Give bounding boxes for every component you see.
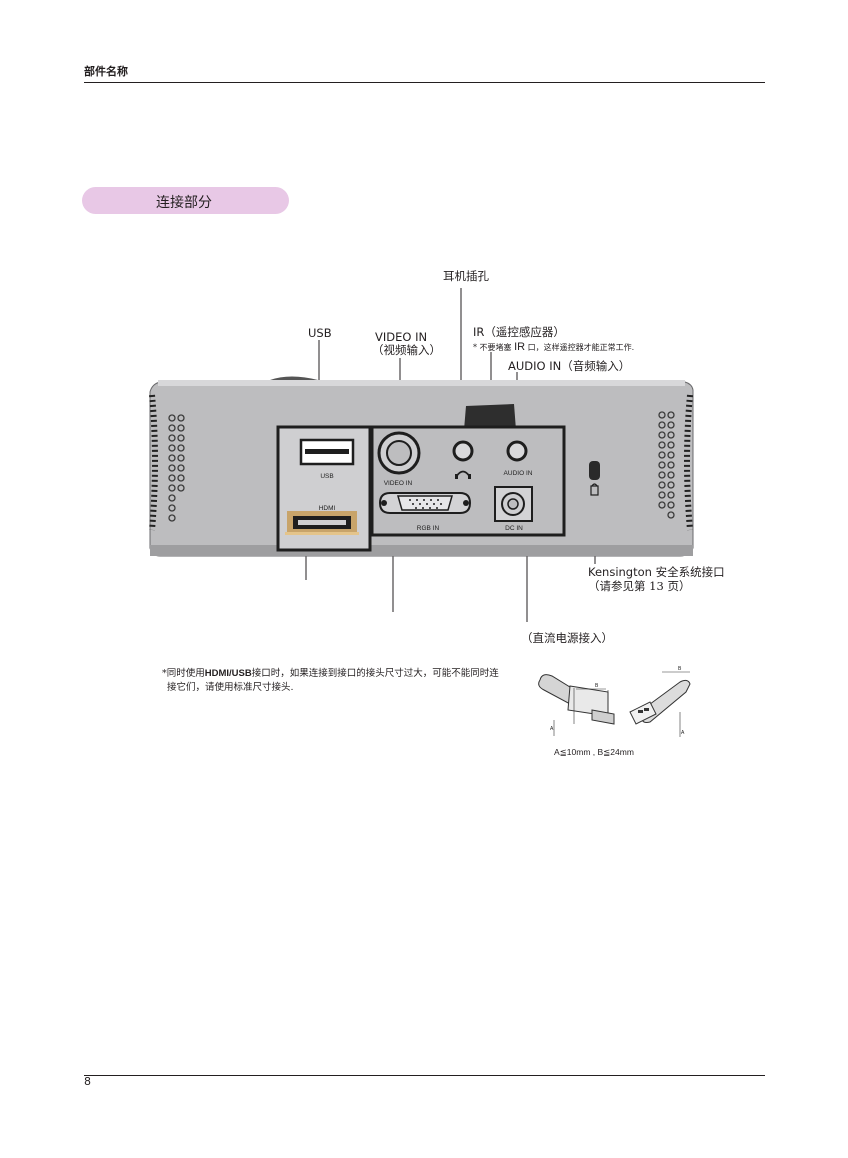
- kensington-ref-label: （请参见第 13 页）: [588, 579, 691, 593]
- ir-label: IR（遥控感应器）: [473, 325, 565, 339]
- kensington-slot: [589, 461, 600, 496]
- connector-dimension-illustration: B A B A: [538, 666, 691, 737]
- dim-b-label-2: B: [678, 666, 682, 672]
- audio-in-label: AUDIO IN（音频输入）: [508, 359, 631, 373]
- dim-a-label-1: A: [550, 726, 554, 732]
- panel-usb-text: USB: [320, 473, 333, 480]
- dc-in-label: （直流电源接入）: [521, 631, 613, 645]
- video-in-cn-label: （视频输入）: [372, 343, 441, 357]
- panel-video-in-text: VIDEO IN: [384, 480, 413, 487]
- header-rule: [84, 82, 765, 83]
- panel-audio-in-text: AUDIO IN: [504, 470, 533, 477]
- usb-hdmi-bay: [276, 425, 372, 552]
- projector-rear-illustration: USB HDMI VIDEO IN RGB IN AUDIO IN DC IN: [149, 288, 694, 622]
- panel-dc-in-text: DC IN: [505, 525, 523, 532]
- ir-sensor-window: [464, 404, 516, 430]
- page-number: 8: [84, 1075, 91, 1088]
- section-title-pill: 连接部分: [82, 187, 289, 214]
- section-header: 部件名称: [84, 65, 128, 78]
- panel-hdmi-text: HDMI: [319, 505, 336, 512]
- footer-rule: [84, 1075, 765, 1076]
- connector-size-note: *同时使用HDMI/USB接口时，如果连接到接口的接头尺寸过大，可能不能同时连 …: [162, 668, 499, 693]
- dim-b-label-1: B: [595, 683, 599, 689]
- dim-a-label-2: A: [681, 730, 685, 736]
- headphone-label: 耳机插孔: [443, 269, 489, 283]
- hdmi-plug-drawing: B A: [538, 674, 615, 736]
- kensington-label: Kensington 安全系统接口: [588, 565, 725, 579]
- section-title: 连接部分: [156, 195, 212, 211]
- panel-rgb-in-text: RGB IN: [417, 525, 440, 532]
- dimension-caption: A≦10mm , B≦24mm: [554, 747, 634, 757]
- video-in-label: VIDEO IN: [375, 330, 428, 344]
- usb-label: USB: [308, 326, 332, 340]
- ir-note: * 不要堵塞 IR 口，这样遥控器才能正常工作.: [473, 341, 635, 353]
- av-port-bay: [370, 425, 566, 537]
- usb-plug-drawing: B A: [629, 666, 691, 737]
